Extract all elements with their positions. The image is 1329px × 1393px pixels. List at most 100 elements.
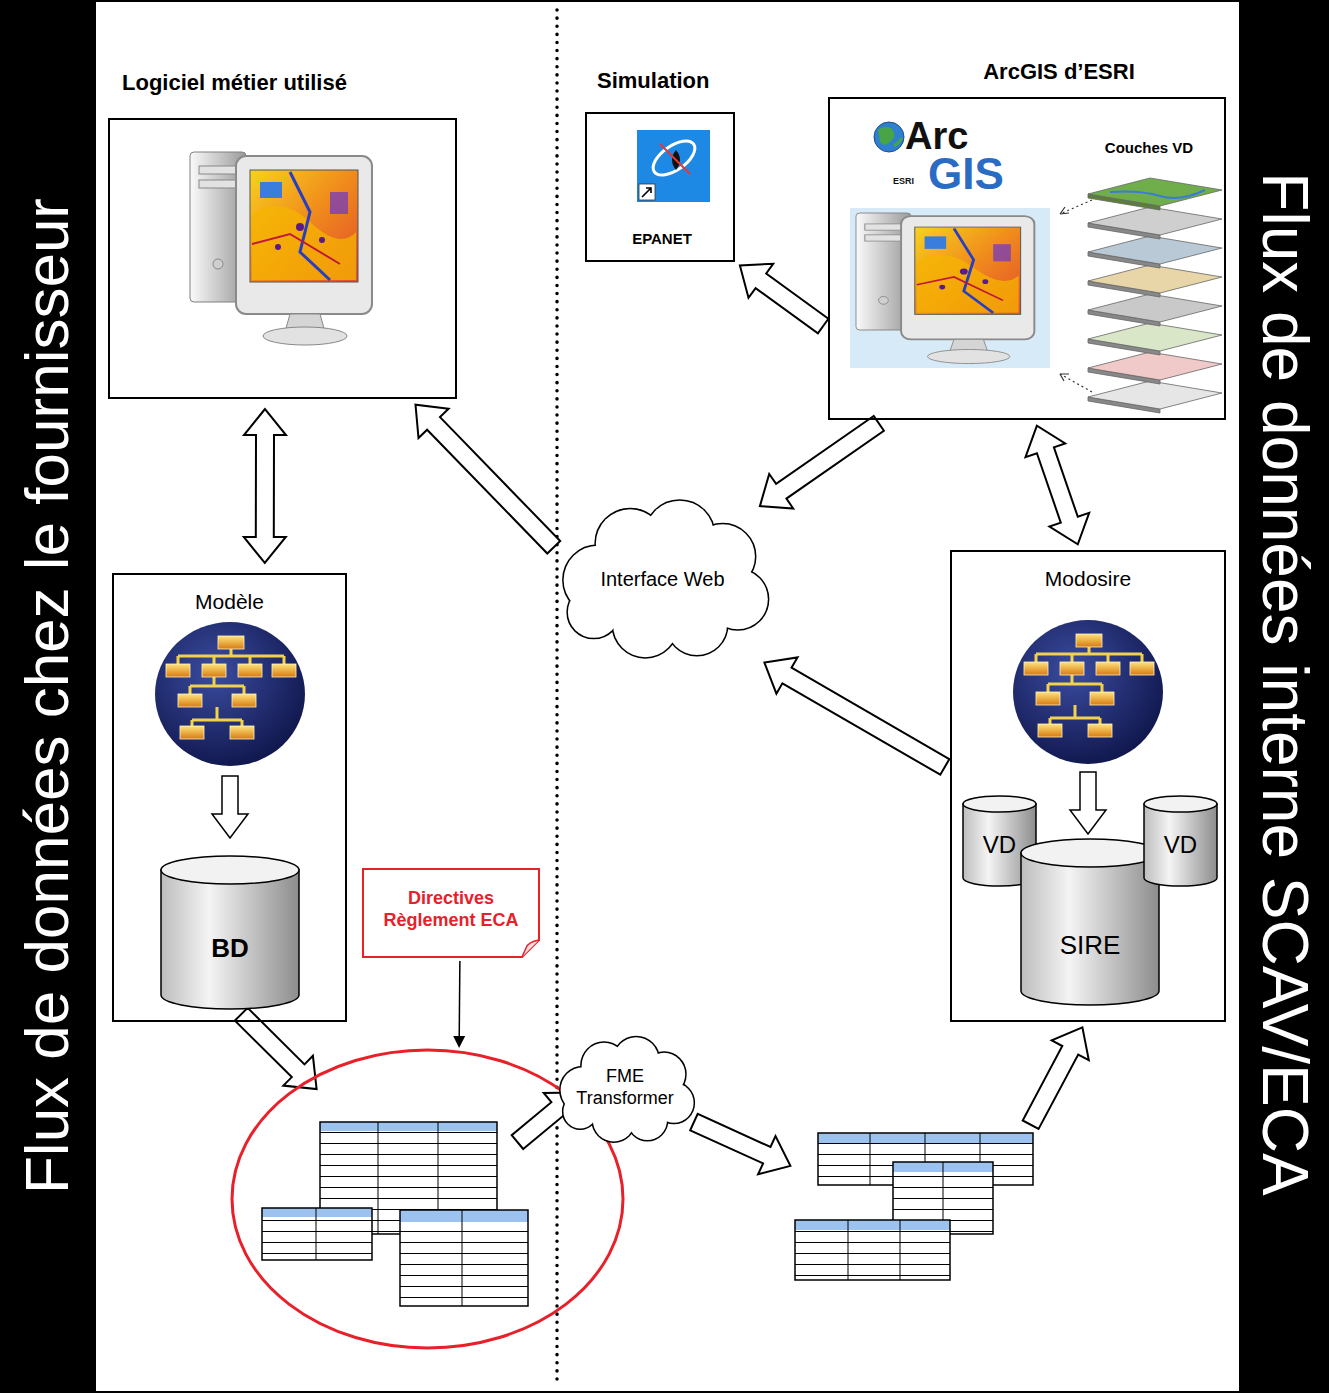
database-cylinder: VD [1143,795,1218,887]
flow-arrow [1026,426,1090,545]
flow-arrow [740,264,829,334]
database-cylinder-shape [1021,853,1159,1005]
database-cylinder-shape [1144,804,1217,886]
arcgis-globe [878,127,895,145]
leader-arrow [1060,374,1069,381]
modosire-box: ModosireVDSIREVD [950,550,1226,1022]
data-table [795,1220,950,1280]
arcgis-globe [874,122,904,152]
web-cloud: Interface Web [555,505,770,655]
data-table [400,1210,528,1306]
data-table [262,1208,372,1260]
layer-stack [1088,178,1222,413]
hierarchy-icon [1013,620,1163,764]
node-title: FME Transformer [555,1066,695,1109]
flow-arrow [235,1008,317,1089]
fme-cloud: FME Transformer [555,1040,695,1140]
data-table [262,1208,372,1217]
logo-text: GIS [928,150,1004,198]
node-title: BD [160,933,300,964]
directive-note-shape [363,869,539,957]
data-table [320,1122,497,1131]
data-table [848,1220,900,1280]
node-title: Interface Web [555,567,770,591]
flow-arrow [1023,1027,1089,1129]
leader-arrow [1060,200,1092,392]
layer-stack [1088,323,1222,351]
flow-arrow [760,416,884,509]
leader-arrow [1060,374,1092,392]
layer-stack [1088,236,1222,264]
computer-icon [190,152,372,345]
flow-arrow [453,961,465,1048]
data-table [795,1220,950,1280]
leader-arrow [1060,200,1092,214]
database-cylinder-shape [1020,838,1160,1006]
logo-text: ESRI [893,177,914,187]
side-title: Flux de données chez le fournisseur [13,198,81,1194]
flow-arrow [1026,426,1090,545]
frame [95,1,1240,1392]
flow-arrow [244,409,286,563]
flow-arrow [458,961,460,1038]
database-cylinder-shape [1144,796,1217,812]
database-cylinder-shape [160,855,300,1010]
computer-icon [190,152,372,345]
node-title: VD [1143,831,1218,860]
epanet-icon [660,144,690,174]
side-title: Flux de données interne SCAV/ECA [1250,172,1320,1195]
table-group [795,1130,1035,1282]
data-table [262,1208,372,1260]
layer-stack [1088,294,1222,322]
data-table [400,1210,528,1306]
data-table [795,1220,950,1230]
database-cylinder: SIRE [1020,838,1160,1006]
layer-stack [1088,381,1222,409]
computer-icon [850,208,1050,368]
node-title: Modosire [952,566,1224,591]
epanet-icon [639,184,655,200]
simulation-box: SimulationEPANET [585,112,735,262]
layer-stack [1110,190,1205,198]
data-table [316,1208,317,1260]
node-title: Modèle [114,589,345,614]
data-table [262,1217,372,1260]
node-text: EPANET [587,230,737,248]
highlight-ellipse-shape [232,1050,623,1348]
data-table [462,1210,463,1306]
flow-arrow [235,1008,317,1089]
arrow-head [453,1036,465,1048]
epanet-icon [637,130,710,202]
layer-stack [1088,207,1222,235]
arcgis-globe [874,122,904,152]
computer-icon [850,208,1050,368]
node-title: ArcGIS d’ESRI [889,59,1229,85]
leader-arrow [1060,207,1069,214]
flow-arrow [1070,772,1106,834]
database-cylinder: BD [160,855,300,1010]
database-cylinder-shape [963,796,1036,812]
flow-arrow [764,657,949,774]
layer-stack [1088,352,1222,380]
flow-arrow [416,405,561,554]
data-table [400,1210,528,1306]
directive-note-shape [522,940,539,957]
node-title: Simulation [597,68,787,94]
divider-line [555,10,559,1386]
flow-arrow [212,776,248,838]
data-table [795,1230,950,1280]
arcgis-globe [894,138,902,146]
data-table [262,1208,372,1260]
flow-arrow [416,405,561,554]
arcgis-box: ArcGIS d’ESRICouches VD [828,97,1226,420]
database-cylinder-shape [161,856,299,884]
hierarchy-icon [155,622,305,766]
hierarchy-icon [1013,620,1163,764]
computer-icon [856,213,1034,364]
flow-arrow [690,1114,790,1174]
epanet-icon [647,134,700,181]
node-title: Directives Règlement ECA [366,888,536,931]
layer-stack [1088,265,1222,293]
